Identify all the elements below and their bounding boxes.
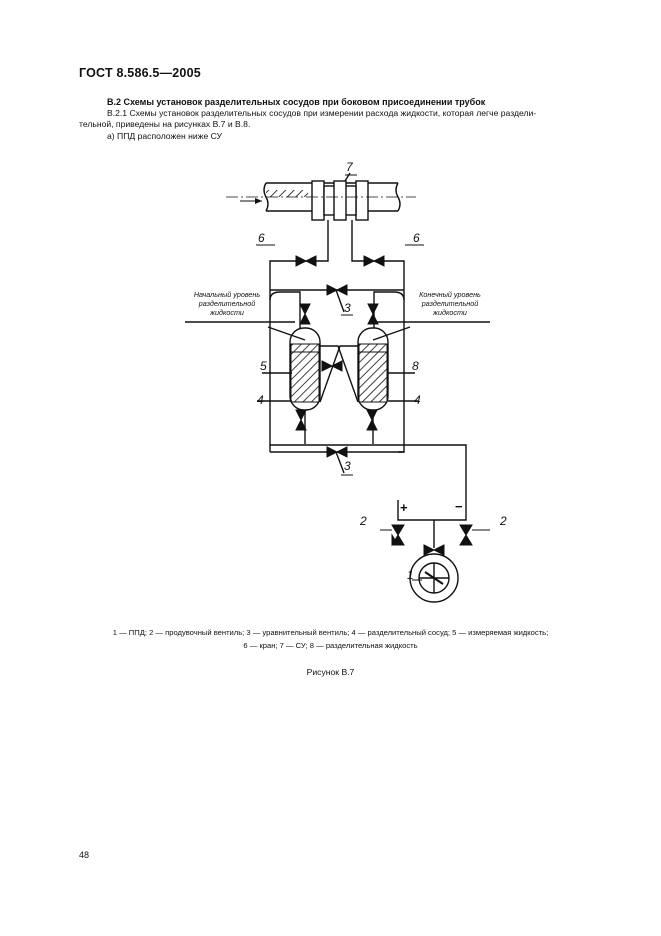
label-3-bottom: 3 xyxy=(344,459,351,473)
page-number: 48 xyxy=(79,850,90,860)
label-1: 1 xyxy=(407,568,414,582)
figure-legend: 1 — ППД; 2 — продувочный вентиль; 3 — ур… xyxy=(60,626,601,652)
label-4-right: 4 xyxy=(414,393,421,407)
figure-legend-line-1: 1 — ППД; 2 — продувочный вентиль; 3 — ур… xyxy=(112,628,549,637)
paragraph-line-1: В.2.1 Схемы установок разделительных сос… xyxy=(107,108,537,118)
end-level-line-3: жидкости xyxy=(432,308,467,317)
label-plus: + xyxy=(400,500,408,515)
start-level-line-1: Начальный уровень xyxy=(194,290,261,299)
label-8: 8 xyxy=(412,359,419,373)
label-6-right: 6 xyxy=(413,231,420,245)
list-item-a: а) ППД расположен ниже СУ xyxy=(107,131,222,141)
end-level-line-2: разделительной xyxy=(421,299,478,308)
label-minus: − xyxy=(455,499,463,514)
document-header: ГОСТ 8.586.5—2005 xyxy=(79,66,201,80)
label-7: 7 xyxy=(346,160,354,174)
end-level-line-1: Конечный уровень xyxy=(419,290,481,299)
section-heading: В.2 Схемы установок разделительных сосуд… xyxy=(107,97,486,107)
figure-title: Рисунок В.7 xyxy=(306,667,355,677)
start-level-line-3: жидкости xyxy=(209,308,244,317)
label-3-top: 3 xyxy=(344,301,351,315)
paragraph-line-2: тельной, приведены на рисунках В.7 и В.8… xyxy=(79,119,251,129)
label-4-left: 4 xyxy=(257,393,264,407)
label-2-right: 2 xyxy=(499,514,507,528)
figure-legend-line-2: 6 — кран; 7 — СУ; 8 — разделительная жид… xyxy=(243,641,418,650)
label-2-left: 2 xyxy=(359,514,367,528)
label-5: 5 xyxy=(260,359,267,373)
label-6-left: 6 xyxy=(258,231,265,245)
start-level-line-2: разделительной xyxy=(198,299,255,308)
